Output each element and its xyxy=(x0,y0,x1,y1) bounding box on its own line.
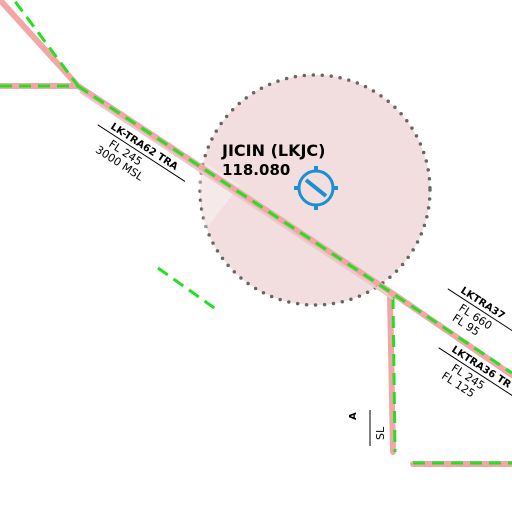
label-divider xyxy=(97,124,186,182)
airport-zone xyxy=(198,73,432,307)
fragment-label-msl: SL xyxy=(369,410,387,446)
airport-name[interactable]: JICIN (LKJC) xyxy=(221,141,325,160)
airspace-boundaries-green xyxy=(0,0,512,465)
label-divider xyxy=(438,347,512,404)
airport-frequency: 118.080 xyxy=(222,161,290,179)
fragment-label-a: A xyxy=(348,412,359,420)
airspace-label-tra36[interactable]: LKTRA36 TR FL 245 FL 125 xyxy=(424,338,512,426)
label-divider xyxy=(447,288,512,340)
airspace-inner-line xyxy=(79,91,394,300)
airport-symbol-icon[interactable] xyxy=(294,166,338,210)
svg-text:SL: SL xyxy=(374,426,387,440)
